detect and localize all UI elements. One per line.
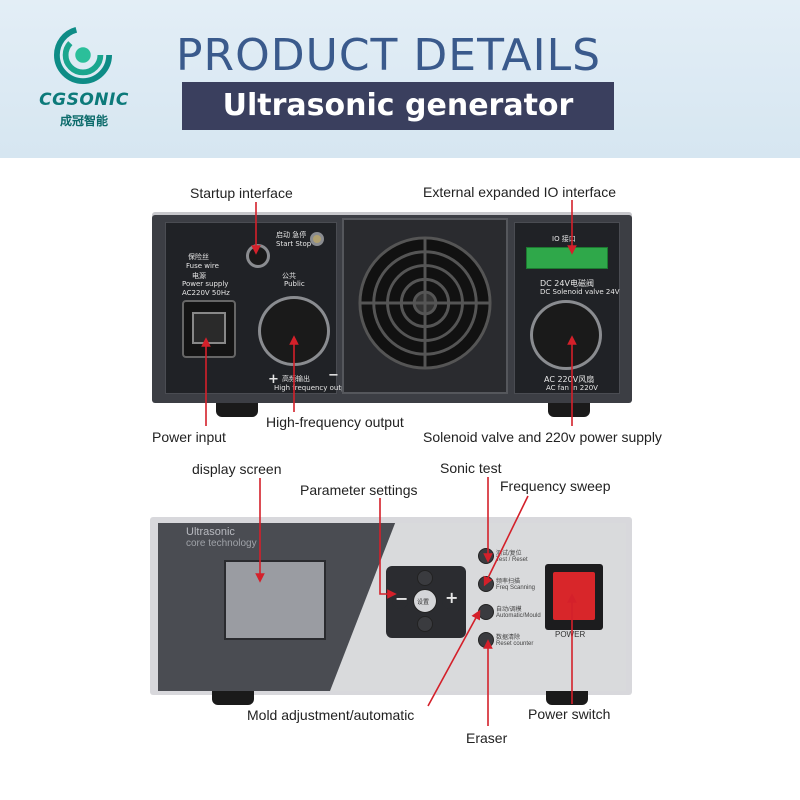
label-io-interface: External expanded IO interface	[423, 184, 617, 200]
freq-sweep-button[interactable]	[478, 576, 494, 592]
btn1-label-cn: 测试/复位	[496, 551, 522, 557]
back-foot-left	[216, 403, 258, 417]
hf-marking-cn: 高频输出	[282, 375, 310, 383]
label-parameter-settings: Parameter settings	[300, 482, 418, 498]
btn3-label-en: Automatic/Mould	[496, 613, 541, 619]
fan-grill-icon	[358, 236, 492, 370]
minus-icon: −	[395, 589, 409, 608]
power-input-socket[interactable]	[182, 300, 236, 358]
btn4-label-cn: 数据清除	[496, 635, 521, 641]
hf-marking: High frequency output	[274, 384, 353, 392]
label-mold-adjustment: Mold adjustment/automatic	[247, 707, 415, 723]
header-banner: CGSONIC 成冠智能 PRODUCT DETAILS Ultrasonic …	[0, 0, 800, 158]
front-brand-line2: core technology	[186, 538, 257, 549]
cgsonic-logo-icon	[54, 26, 112, 84]
dpad-up-button[interactable]	[417, 570, 433, 586]
btn2-label-cn: 频率扫描	[496, 579, 521, 585]
solenoid-connector[interactable]	[530, 300, 602, 370]
subtitle-box: Ultrasonic generator	[182, 82, 614, 130]
dpad-set-button[interactable]	[413, 589, 437, 613]
fuse-marking: Fuse wire	[186, 262, 219, 270]
hf-output-connector[interactable]	[258, 296, 330, 366]
dc24-marking-en: DC Solenoid valve 24V	[540, 288, 620, 296]
power-marking-cn: 电源	[192, 272, 206, 280]
start-stop-marking: Start Stop	[276, 240, 312, 248]
power-supply-marking: Power supply	[182, 280, 229, 288]
public-marking-cn: 公共	[282, 272, 296, 280]
socket-pins	[192, 312, 226, 344]
logo: CGSONIC 成冠智能	[28, 26, 140, 136]
label-hf-output: High-frequency output	[266, 414, 404, 430]
front-foot-left	[212, 691, 254, 705]
public-marking: Public	[284, 280, 305, 288]
sonic-test-button[interactable]	[478, 548, 494, 564]
ac220-marking-en: AC fan in 220V	[546, 384, 598, 392]
btn1-label-en: Test / Reset	[496, 557, 528, 563]
btn3-label-cn: 自动/调模	[496, 607, 522, 613]
power-marking: POWER	[555, 630, 586, 639]
btn2-label-en: Freq Scanning	[496, 585, 536, 591]
label-power-input: Power input	[152, 429, 226, 445]
brand-name-cn: 成冠智能	[59, 114, 108, 128]
page-title: PRODUCT DETAILS	[176, 30, 602, 81]
front-foot-right	[546, 691, 588, 705]
minus-sign: −	[328, 368, 339, 383]
page-subtitle: Ultrasonic generator	[222, 88, 574, 123]
label-display-screen: display screen	[192, 461, 282, 477]
back-foot-right	[548, 403, 590, 417]
plus-sign: +	[268, 372, 279, 387]
dpad-plus-button[interactable]	[442, 593, 458, 609]
dpad-set-label: 设置	[417, 599, 430, 606]
label-sonic-test: Sonic test	[440, 460, 502, 476]
io-terminal-block[interactable]	[526, 247, 608, 269]
label-eraser: Eraser	[466, 730, 508, 746]
eraser-button[interactable]	[478, 632, 494, 648]
plus-icon: +	[445, 588, 459, 607]
io-marking: IO 接口	[552, 235, 576, 243]
startup-connector[interactable]	[246, 244, 270, 268]
display-screen	[224, 560, 326, 640]
ac-marking: AC220V 50Hz	[182, 289, 230, 297]
dpad-down-button[interactable]	[417, 616, 433, 632]
fuse-marking-cn: 保险丝	[188, 253, 209, 261]
ac220-marking: AC 220V风扇	[544, 375, 595, 384]
start-stop-marking-cn: 启动 急停	[276, 231, 307, 239]
label-startup-interface: Startup interface	[190, 185, 293, 201]
front-brand-line1: Ultrasonic	[186, 526, 235, 538]
btn4-label-en: Reset counter	[496, 641, 534, 647]
ground-screw	[310, 232, 324, 246]
label-solenoid: Solenoid valve and 220v power supply	[423, 429, 662, 445]
mold-auto-button[interactable]	[478, 604, 494, 620]
brand-name: CGSONIC	[39, 90, 129, 110]
dc24-marking: DC 24V电磁阀	[540, 279, 594, 288]
label-power-switch: Power switch	[528, 706, 611, 722]
label-frequency-sweep: Frequency sweep	[500, 478, 611, 494]
power-rocker[interactable]	[553, 572, 595, 620]
